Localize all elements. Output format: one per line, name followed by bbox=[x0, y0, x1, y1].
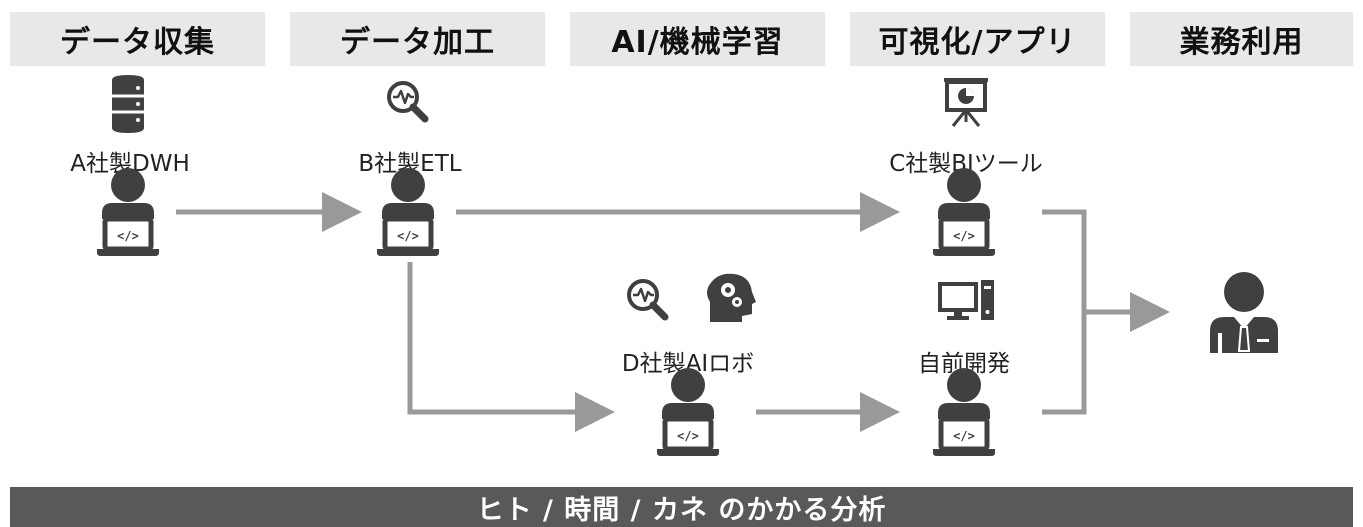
magnifier-analysis-icon bbox=[389, 83, 425, 119]
stage-header-visualization-app: 可視化/アプリ bbox=[850, 12, 1105, 66]
developer-icon bbox=[657, 368, 719, 456]
stage-header-collection: データ収集 bbox=[10, 12, 265, 66]
stage-header-ai-ml: AI/機械学習 bbox=[570, 12, 825, 66]
developer-icon bbox=[377, 168, 439, 256]
stage-header-business-use: 業務利用 bbox=[1130, 12, 1353, 66]
business-user-icon bbox=[1210, 272, 1278, 353]
desktop-computer-icon bbox=[938, 280, 994, 320]
flow-diagram: </> bbox=[0, 75, 1278, 487]
brain-gears-icon bbox=[707, 273, 756, 322]
footer-banner: ヒト / 時間 / カネ のかかる分析 bbox=[10, 487, 1353, 527]
stage-header-processing: データ加工 bbox=[290, 12, 545, 66]
developer-icon bbox=[933, 368, 995, 456]
flow-arrows bbox=[176, 192, 1170, 432]
database-icon bbox=[112, 75, 144, 133]
developer-icon bbox=[933, 168, 995, 256]
bracket-merge bbox=[1042, 209, 1087, 415]
magnifier-analysis-icon bbox=[629, 281, 665, 317]
arrow-etl-to-ai bbox=[407, 262, 615, 432]
presentation-board-icon bbox=[944, 78, 988, 127]
developer-icon bbox=[97, 168, 159, 256]
